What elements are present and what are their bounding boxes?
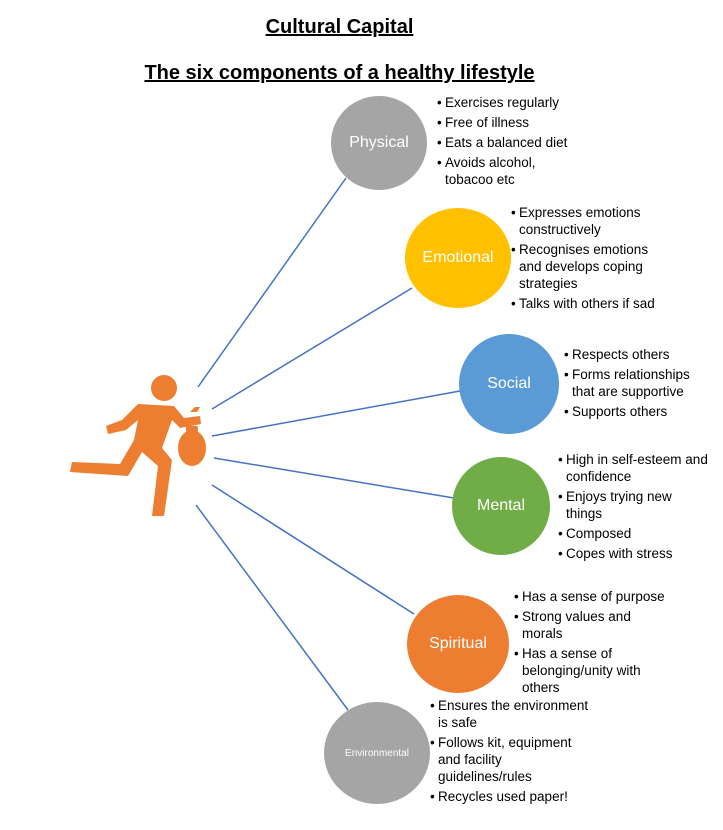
social-points-list: Respects others Forms relationships that… bbox=[564, 346, 714, 423]
list-item: Enjoys trying new things bbox=[558, 488, 708, 522]
list-item: Expresses emotions constructively bbox=[511, 204, 671, 238]
connector-spiritual bbox=[211, 484, 415, 615]
emotional-circle: Emotional bbox=[405, 208, 511, 308]
list-item: Has a sense of purpose bbox=[514, 588, 674, 605]
connector-mental bbox=[213, 457, 455, 499]
spiritual-points-list: Has a sense of purpose Strong values and… bbox=[514, 588, 674, 699]
list-item: Recognises emotions and develops coping … bbox=[511, 241, 671, 292]
connector-social bbox=[211, 390, 461, 437]
mental-points-list: High in self-esteem and confidence Enjoy… bbox=[558, 451, 708, 565]
list-item: Respects others bbox=[564, 346, 714, 363]
environmental-circle: Environmental bbox=[324, 702, 430, 804]
physical-points-list: Exercises regularly Free of illness Eats… bbox=[437, 94, 587, 191]
connector-environmental bbox=[195, 504, 349, 711]
running-person-with-money-bag-icon bbox=[70, 375, 206, 516]
mental-circle: Mental bbox=[452, 457, 550, 555]
emotional-label: Emotional bbox=[422, 249, 494, 266]
list-item: Exercises regularly bbox=[437, 94, 587, 111]
social-label: Social bbox=[487, 375, 531, 392]
list-item: Has a sense of belonging/unity with othe… bbox=[514, 645, 674, 696]
physical-label: Physical bbox=[349, 134, 409, 151]
spiritual-label: Spiritual bbox=[429, 635, 487, 652]
list-item: Copes with stress bbox=[558, 545, 708, 562]
main-title: Cultural Capital bbox=[265, 16, 414, 38]
list-item: Free of illness bbox=[437, 114, 587, 131]
emotional-points-list: Expresses emotions constructively Recogn… bbox=[511, 204, 671, 315]
list-item: Composed bbox=[558, 525, 708, 542]
list-item: Eats a balanced diet bbox=[437, 134, 587, 151]
list-item: Supports others bbox=[564, 403, 714, 420]
list-item: Avoids alcohol, tobacoo etc bbox=[437, 154, 587, 188]
list-item: Talks with others if sad bbox=[511, 295, 671, 312]
list-item: Strong values and morals bbox=[514, 608, 674, 642]
list-item: Follows kit, equipment and facility guid… bbox=[430, 734, 590, 785]
mental-label: Mental bbox=[476, 497, 526, 514]
connector-physical bbox=[197, 177, 347, 388]
connector-emotional bbox=[211, 287, 413, 410]
social-circle: Social bbox=[459, 334, 559, 434]
list-item: High in self-esteem and confidence bbox=[558, 451, 708, 485]
list-item: Forms relationships that are supportive bbox=[564, 366, 714, 400]
spiritual-circle: Spiritual bbox=[407, 595, 509, 693]
list-item: Ensures the environment is safe bbox=[430, 697, 590, 731]
list-item: Recycles used paper! bbox=[430, 788, 590, 805]
subtitle: The six components of a healthy lifestyl… bbox=[144, 62, 535, 84]
environmental-points-list: Ensures the environment is safe Follows … bbox=[430, 697, 590, 808]
environmental-label: Environmental bbox=[345, 747, 409, 759]
physical-circle: Physical bbox=[331, 96, 427, 190]
